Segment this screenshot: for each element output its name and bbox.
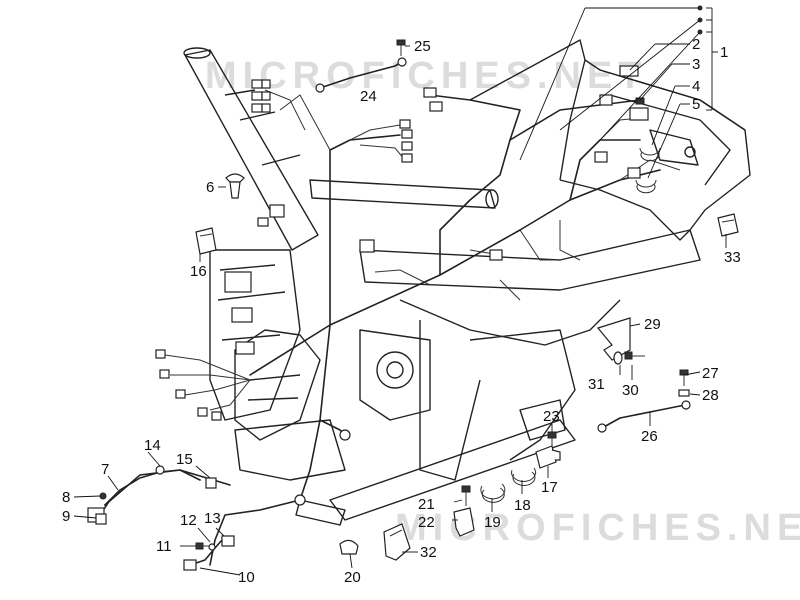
callout-23: 23 <box>543 408 560 425</box>
callout-18: 18 <box>514 497 531 514</box>
scooter-frame <box>183 39 751 526</box>
part-4-clamp <box>639 147 661 162</box>
part-30-bolt <box>624 351 645 360</box>
part-13-connector <box>221 535 235 547</box>
callout-7: 7 <box>101 461 109 478</box>
callout-22: 22 <box>418 514 435 531</box>
callout-2: 2 <box>692 36 700 53</box>
callout-1-bracket <box>697 5 718 111</box>
callout-30: 30 <box>622 382 639 399</box>
callout-27: 27 <box>702 365 719 382</box>
callout-33: 33 <box>724 249 741 266</box>
part-16-clip <box>195 227 217 255</box>
part-17-sensor <box>535 445 561 469</box>
callout-9: 9 <box>62 508 70 525</box>
callout-29: 29 <box>644 316 661 333</box>
callout-1: 1 <box>720 44 728 61</box>
part-25-bolt <box>396 39 406 56</box>
part-18-clamp <box>511 467 537 486</box>
watermark-top: MICROFICHES.NET <box>205 55 648 97</box>
callout-5: 5 <box>692 96 700 113</box>
callout-labels: 1 2 3 4 5 6 7 8 9 10 11 12 13 14 15 16 1… <box>62 36 741 586</box>
callout-3: 3 <box>692 56 700 73</box>
callout-24: 24 <box>360 88 377 105</box>
callout-20: 20 <box>344 569 361 586</box>
part-15-clip <box>205 477 217 489</box>
callout-15: 15 <box>176 451 193 468</box>
part-23-screw <box>547 431 557 446</box>
part-12-washer <box>208 543 216 551</box>
part-32-clip <box>383 523 411 561</box>
part-28-nut <box>678 389 690 397</box>
leader-lines <box>73 7 727 576</box>
part-20-grommet <box>339 539 359 555</box>
harness-connectors <box>155 79 641 506</box>
part-14-clip <box>155 465 165 475</box>
callout-11: 11 <box>156 538 172 555</box>
callout-21: 21 <box>418 496 435 513</box>
part-9-connector <box>95 513 107 525</box>
callout-19: 19 <box>484 514 501 531</box>
part-31-washer <box>613 351 623 365</box>
part-22-bracket <box>453 507 475 537</box>
callout-31: 31 <box>588 376 605 393</box>
part-19-clamp <box>480 483 506 503</box>
callout-16: 16 <box>190 263 207 280</box>
part-21-bolt <box>461 485 471 506</box>
callout-26: 26 <box>641 428 658 445</box>
callout-25: 25 <box>414 38 431 55</box>
part-27-bolt <box>679 369 689 386</box>
part-29-bracket <box>596 317 631 361</box>
callout-6: 6 <box>206 179 214 196</box>
part-10-cable <box>183 539 223 571</box>
callout-4: 4 <box>692 78 700 95</box>
main-wiring-harness <box>104 89 681 566</box>
callout-10: 10 <box>238 569 255 586</box>
callout-14: 14 <box>144 437 161 454</box>
callout-13: 13 <box>204 510 221 527</box>
part-24-ground-cable <box>315 57 407 93</box>
callout-8: 8 <box>62 489 70 506</box>
part-26-cable <box>597 400 691 433</box>
callout-32: 32 <box>420 544 437 561</box>
part-8-screw <box>99 492 107 500</box>
callout-17: 17 <box>541 479 558 496</box>
part-33-clip <box>717 213 739 237</box>
part-6-push-fastener <box>225 173 245 199</box>
part-5-clamp <box>635 179 657 194</box>
callout-28: 28 <box>702 387 719 404</box>
callout-12: 12 <box>180 512 197 529</box>
